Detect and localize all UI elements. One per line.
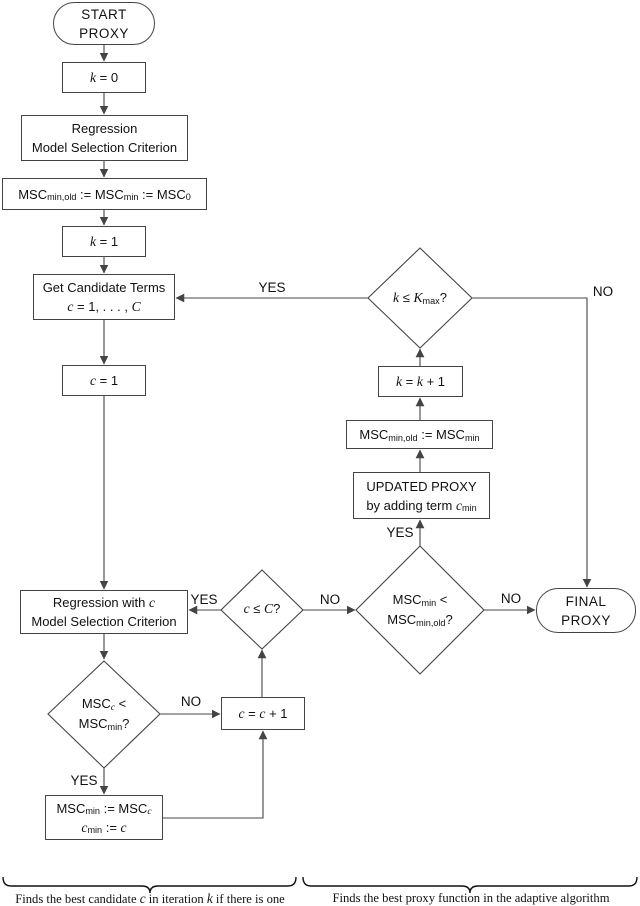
- start-proxy-line1: START: [81, 6, 127, 22]
- decision-text-k-le-kmax: k ≤ Kmax?: [393, 288, 447, 308]
- get-candidate-terms-line1: Get Candidate Terms: [42, 280, 166, 295]
- c-le-C-label: c ≤ C?: [243, 601, 281, 616]
- regression-with-c-line2: Model Selection Criterion: [31, 614, 177, 629]
- msc-update-old-label: MSCmin,old := MSCmin: [359, 427, 480, 443]
- branch-label-yes-to-regression-c: YES: [190, 592, 218, 607]
- node-updated-proxy: UPDATED PROXY by adding term cmin: [353, 472, 490, 519]
- k-equals-0-label: k = 0: [89, 70, 119, 85]
- decision-text-mscmin-lt-old: MSCmin < MSCmin,old?: [387, 590, 452, 630]
- decision-diamond-mscmin-lt-old: [355, 545, 485, 675]
- caption-left: Finds the best candidate c in iteration …: [15, 891, 285, 906]
- mscmin-lt-old-line1: MSCmin <: [392, 592, 448, 608]
- decision-diamond-c-le-C: [220, 569, 304, 650]
- k-le-kmax-label: k ≤ Kmax?: [393, 290, 447, 306]
- mscmin-lt-old-line2: MSCmin,old?: [387, 612, 453, 628]
- regression-with-c-line1: Regression with c: [52, 595, 156, 610]
- node-c-increment: c = c + 1: [221, 697, 305, 730]
- msc-assign-line2: cmin := c: [81, 819, 127, 836]
- branch-label-no-to-msc-check: NO: [319, 592, 341, 607]
- start-proxy-line2: PROXY: [79, 25, 129, 41]
- node-msc-update-old: MSCmin,old := MSCmin: [346, 420, 493, 449]
- final-proxy-line1: FINAL: [565, 593, 607, 609]
- updated-proxy-line2: by adding term cmin: [366, 497, 477, 514]
- node-msc-initialization: MSCmin,old := MSCmin := MSC0: [2, 178, 207, 210]
- branch-label-no-to-c-inc: NO: [180, 694, 202, 709]
- node-final-proxy: FINAL PROXY: [536, 588, 636, 633]
- branch-label-yes-to-updated: YES: [386, 525, 414, 540]
- mscc-lt-mscmin-line2: MSCmin?: [78, 716, 130, 732]
- regression-line1: Regression: [71, 121, 138, 136]
- decision-text-c-le-C: c ≤ C?: [244, 599, 281, 619]
- decision-diamond-k-le-kmax: [367, 247, 473, 349]
- k-equals-1-label: k = 1: [89, 234, 119, 249]
- node-k-increment: k = k + 1: [378, 366, 463, 397]
- get-candidate-terms-line2: c = 1, . . . , C: [67, 299, 141, 314]
- final-proxy-line2: PROXY: [561, 612, 611, 628]
- updated-proxy-line1: UPDATED PROXY: [366, 478, 477, 494]
- node-msc-assign: MSCmin := MSCc cmin := c: [45, 795, 163, 840]
- node-k-equals-1: k = 1: [62, 226, 146, 257]
- node-regression: Regression Model Selection Criterion: [21, 115, 188, 161]
- underbrace-right: [302, 876, 638, 894]
- c-equals-1-label: c = 1: [89, 373, 119, 388]
- branch-label-yes-to-assign: YES: [70, 773, 98, 788]
- k-increment-label: k = k + 1: [396, 374, 445, 389]
- mscc-lt-mscmin-line1: MSCc <: [81, 696, 127, 713]
- msc-initialization-label: MSCmin,old := MSCmin := MSC0: [18, 186, 191, 203]
- c-increment-label: c = c + 1: [238, 706, 288, 721]
- branch-label-no-to-final-top: NO: [592, 284, 614, 299]
- node-k-equals-0: k = 0: [62, 62, 146, 93]
- flow-arrow-no-to-finalproxy: [472, 297, 592, 588]
- node-c-equals-1: c = 1: [62, 365, 146, 396]
- node-get-candidate-terms: Get Candidate Terms c = 1, . . . , C: [33, 274, 175, 320]
- underbrace-left: [2, 876, 297, 894]
- branch-label-yes-to-candidates: YES: [258, 280, 286, 295]
- decision-text-mscc-lt-mscmin: MSCc < MSCmin?: [79, 694, 130, 734]
- node-regression-with-c: Regression with c Model Selection Criter…: [20, 590, 188, 634]
- regression-line2: Model Selection Criterion: [31, 140, 178, 155]
- caption-right: Finds the best proxy function in the ada…: [332, 891, 610, 905]
- flow-arrow-mscassign-to-cinc: [163, 730, 268, 819]
- node-start-proxy: START PROXY: [53, 2, 155, 45]
- branch-label-no-to-final: NO: [500, 591, 522, 606]
- msc-assign-line1: MSCmin := MSCc: [56, 800, 152, 818]
